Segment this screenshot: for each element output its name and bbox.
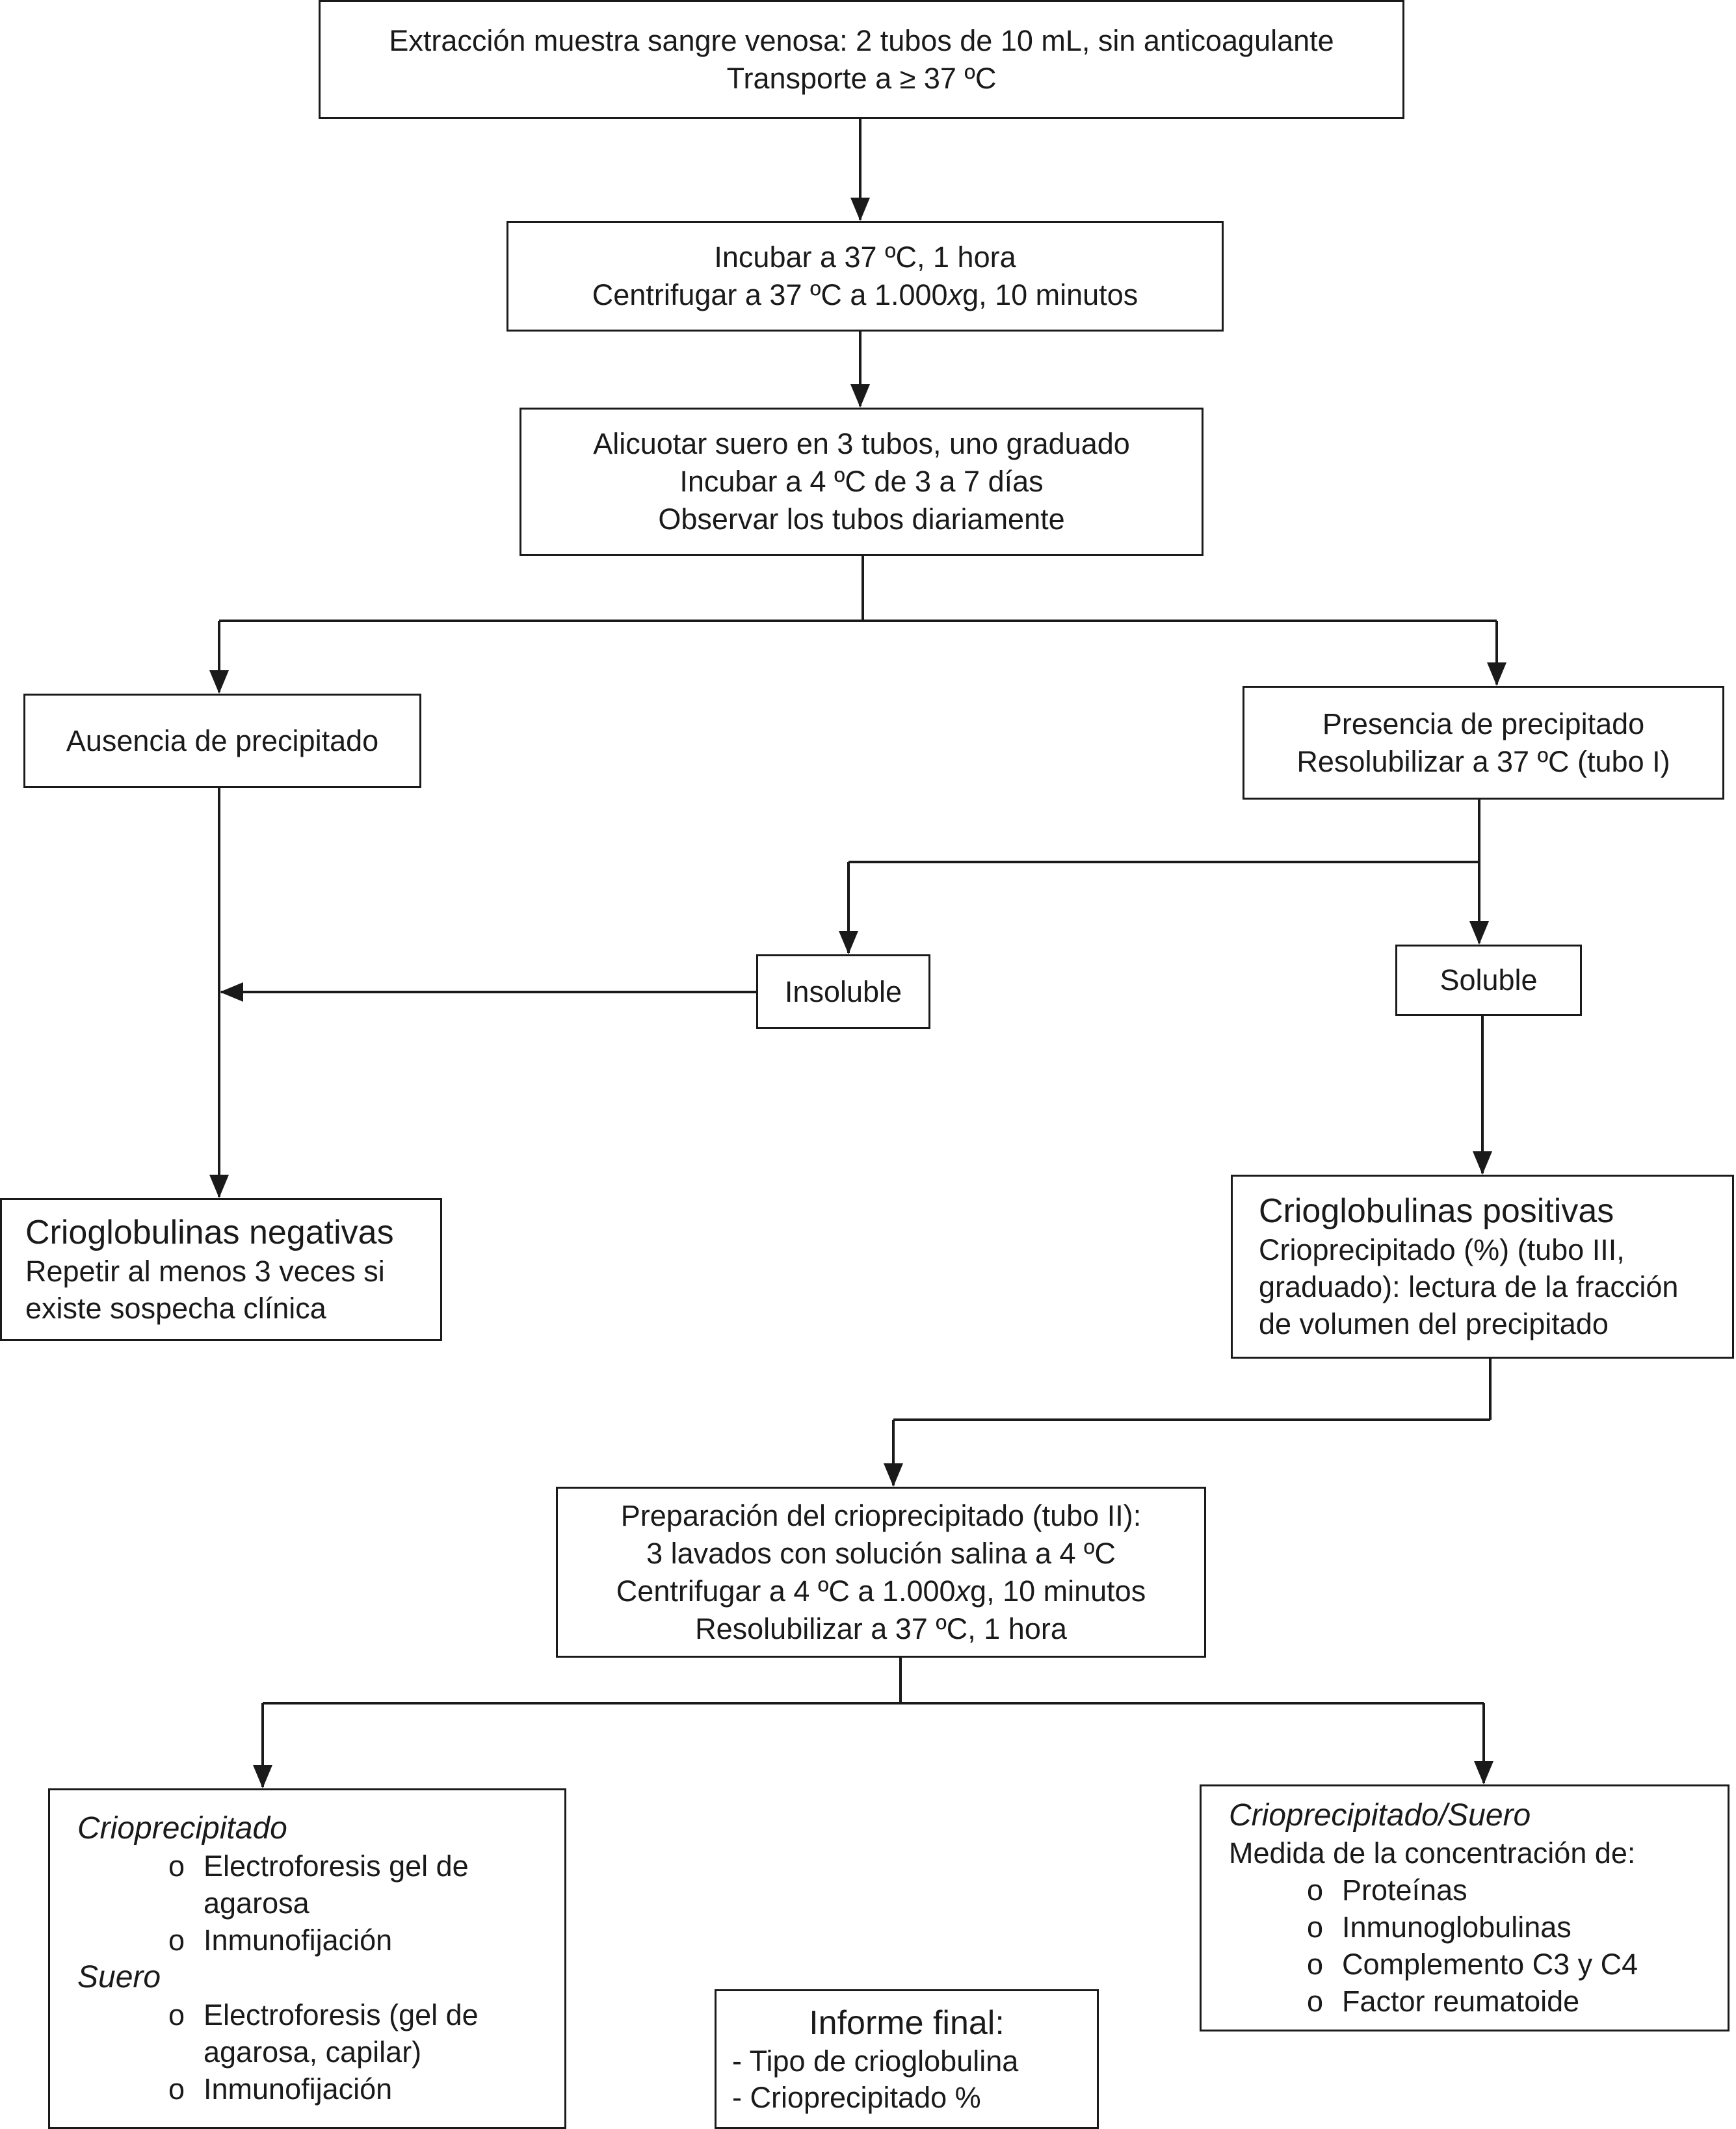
informe-item-crioprecipitado: - Crioprecipitado % bbox=[732, 2080, 981, 2114]
alicuotar-line1: Alicuotar suero en 3 tubos, uno graduado bbox=[593, 427, 1130, 460]
criosuero-item-inmunoglobulinas: Inmunoglobulinas bbox=[1307, 1909, 1728, 1946]
box-ausencia: Ausencia de precipitado bbox=[23, 694, 421, 788]
positivas-line4: de volumen del precipitado bbox=[1259, 1307, 1609, 1340]
positivas-title: Crioglobulinas positivas bbox=[1259, 1192, 1614, 1230]
box-negativas: Crioglobulinas negativas Repetir al meno… bbox=[0, 1198, 442, 1341]
soluble-line1: Soluble bbox=[1440, 963, 1538, 997]
box-soluble: Soluble bbox=[1395, 945, 1582, 1016]
incubar-line2: Centrifugar a 37 ºC a 1.000xg, 10 minuto… bbox=[592, 276, 1138, 314]
criosuero-item-factor-reumatoide: Factor reumatoide bbox=[1307, 1983, 1728, 2020]
negativas-title: Crioglobulinas negativas bbox=[25, 1214, 394, 1251]
box-incubar: Incubar a 37 ºC, 1 hora Centrifugar a 37… bbox=[506, 221, 1224, 332]
suero-item-electroforesis: Electroforesis (gel de bbox=[168, 1996, 564, 2033]
criosuero-line1: Medida de la concentración de: bbox=[1229, 1836, 1636, 1870]
incubar-line2-post: g, 10 minutos bbox=[962, 278, 1138, 311]
alicuotar-line3: Observar los tubos diariamente bbox=[658, 503, 1065, 536]
box-insoluble: Insoluble bbox=[756, 954, 930, 1029]
crioprecipitado-item-electroforesis: Electroforesis gel de bbox=[168, 1848, 564, 1885]
suero-heading: Suero bbox=[77, 1960, 161, 1994]
presencia-line2: Resolubilizar a 37 ºC (tubo I) bbox=[1296, 744, 1670, 778]
box-positivas: Crioglobulinas positivas Crioprecipitado… bbox=[1231, 1175, 1734, 1359]
preparacion-line3-pre: Centrifugar a 4 ºC a 1.000 bbox=[616, 1574, 956, 1608]
insoluble-line1: Insoluble bbox=[784, 974, 902, 1008]
suero-item-agarosa-capilar: agarosa, capilar) bbox=[204, 2035, 422, 2069]
preparacion-line3: Centrifugar a 4 ºC a 1.000xg, 10 minutos bbox=[616, 1573, 1146, 1610]
criosuero-item-proteinas: Proteínas bbox=[1307, 1872, 1728, 1909]
preparacion-line1: Preparación del crioprecipitado (tubo II… bbox=[620, 1498, 1142, 1532]
preparacion-line4: Resolubilizar a 37 ºC, 1 hora bbox=[695, 1612, 1067, 1645]
crioprecipitado-item-agarosa: agarosa bbox=[204, 1887, 309, 1920]
preparacion-line2: 3 lavados con solución salina a 4 ºC bbox=[646, 1536, 1116, 1570]
positivas-line2: Crioprecipitado (%) (tubo III, bbox=[1259, 1233, 1625, 1266]
presencia-line1: Presencia de precipitado bbox=[1322, 707, 1645, 740]
preparacion-line3-post: g, 10 minutos bbox=[970, 1574, 1146, 1608]
incubar-line2-pre: Centrifugar a 37 ºC a 1.000 bbox=[592, 278, 948, 311]
ausencia-line1: Ausencia de precipitado bbox=[66, 724, 379, 757]
suero-item-inmunofijacion: Inmunofijación bbox=[168, 2070, 564, 2108]
box-extraccion: Extracción muestra sangre venosa: 2 tubo… bbox=[319, 0, 1404, 119]
crioprecipitado-heading: Crioprecipitado bbox=[77, 1811, 287, 1846]
incubar-line1: Incubar a 37 ºC, 1 hora bbox=[714, 241, 1016, 274]
extraccion-line1: Extracción muestra sangre venosa: 2 tubo… bbox=[389, 23, 1334, 57]
box-alicuotar: Alicuotar suero en 3 tubos, uno graduado… bbox=[519, 408, 1203, 556]
informe-item-tipo: - Tipo de crioglobulina bbox=[732, 2044, 1019, 2078]
preparacion-line3-italic: x bbox=[955, 1574, 971, 1608]
box-criosuero: Crioprecipitado/Suero Medida de la conce… bbox=[1200, 1784, 1729, 2031]
alicuotar-line2: Incubar a 4 ºC de 3 a 7 días bbox=[679, 465, 1044, 498]
box-crioprecipitado: Crioprecipitado Electroforesis gel de ag… bbox=[48, 1788, 566, 2129]
negativas-line2: Repetir al menos 3 veces si bbox=[25, 1255, 385, 1288]
box-preparacion: Preparación del crioprecipitado (tubo II… bbox=[556, 1487, 1206, 1658]
positivas-line3: graduado): lectura de la fracción bbox=[1259, 1270, 1679, 1303]
criosuero-item-complemento: Complemento C3 y C4 bbox=[1307, 1946, 1728, 1983]
criosuero-heading: Crioprecipitado/Suero bbox=[1229, 1797, 1531, 1833]
extraccion-line2: Transporte a ≥ 37 ºC bbox=[726, 61, 997, 95]
incubar-line2-italic: x bbox=[947, 278, 963, 311]
box-presencia: Presencia de precipitado Resolubilizar a… bbox=[1243, 686, 1724, 800]
box-informe: Informe final: - Tipo de crioglobulina -… bbox=[715, 1989, 1099, 2129]
informe-title: Informe final: bbox=[809, 2004, 1005, 2042]
negativas-line3: existe sospecha clínica bbox=[25, 1292, 326, 1325]
crioprecipitado-item-inmunofijacion: Inmunofijación bbox=[168, 1922, 564, 1959]
